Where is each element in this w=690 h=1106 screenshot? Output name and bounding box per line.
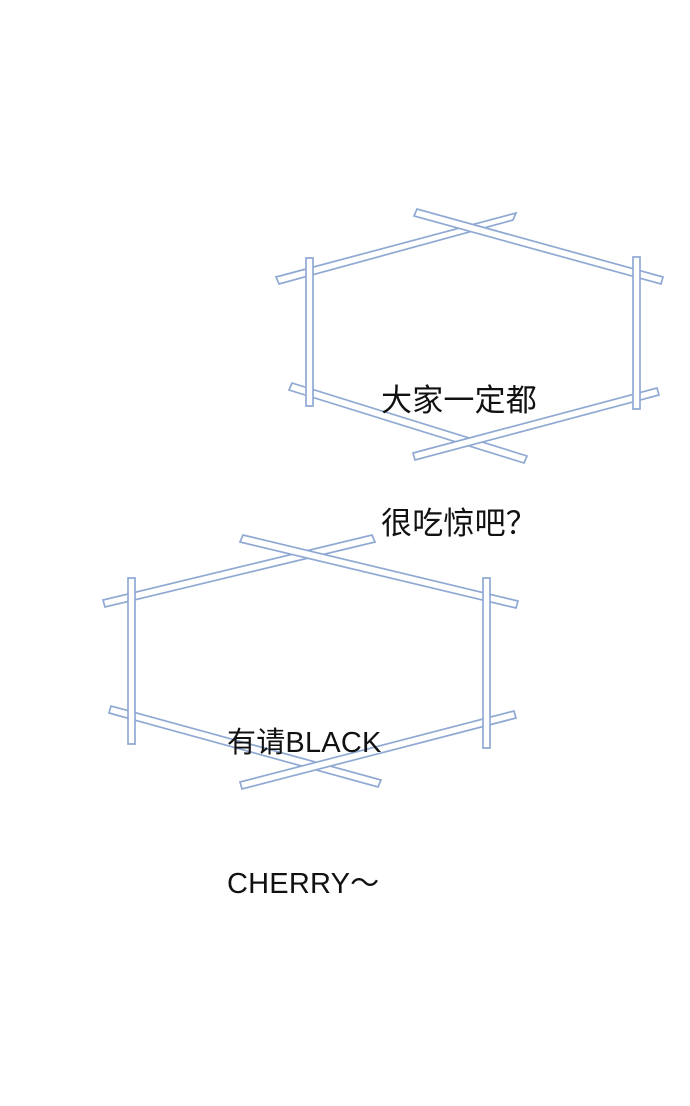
stick-top-right-diagonal — [412, 207, 665, 286]
stick-right-vertical — [482, 577, 491, 749]
bubble-1-sticks — [274, 207, 665, 465]
bubble-2-text: 有请BLACK CHERRY～ — [227, 626, 382, 1002]
stick-left-vertical — [127, 577, 136, 745]
stick-top-right-diagonal — [238, 534, 520, 610]
bubble-1-line-1: 大家一定都 — [381, 383, 537, 418]
stick-top-left-diagonal — [101, 534, 377, 609]
stick-top-left-diagonal — [274, 211, 518, 286]
bubble-2-sticks — [101, 534, 520, 791]
stick-right-vertical — [632, 256, 641, 410]
stick-left-vertical — [305, 257, 314, 407]
stick-bottom-right-diagonal — [238, 709, 518, 791]
bubble-1-text: 大家一定都 很吃惊吧？ — [381, 298, 537, 626]
bubble-2-line-1: 有请BLACK — [227, 727, 382, 759]
bubble-2-line-2: CHERRY～ — [227, 868, 380, 900]
bubble-1-line-2: 很吃惊吧？ — [381, 506, 537, 541]
stick-bottom-right-diagonal — [411, 386, 661, 462]
